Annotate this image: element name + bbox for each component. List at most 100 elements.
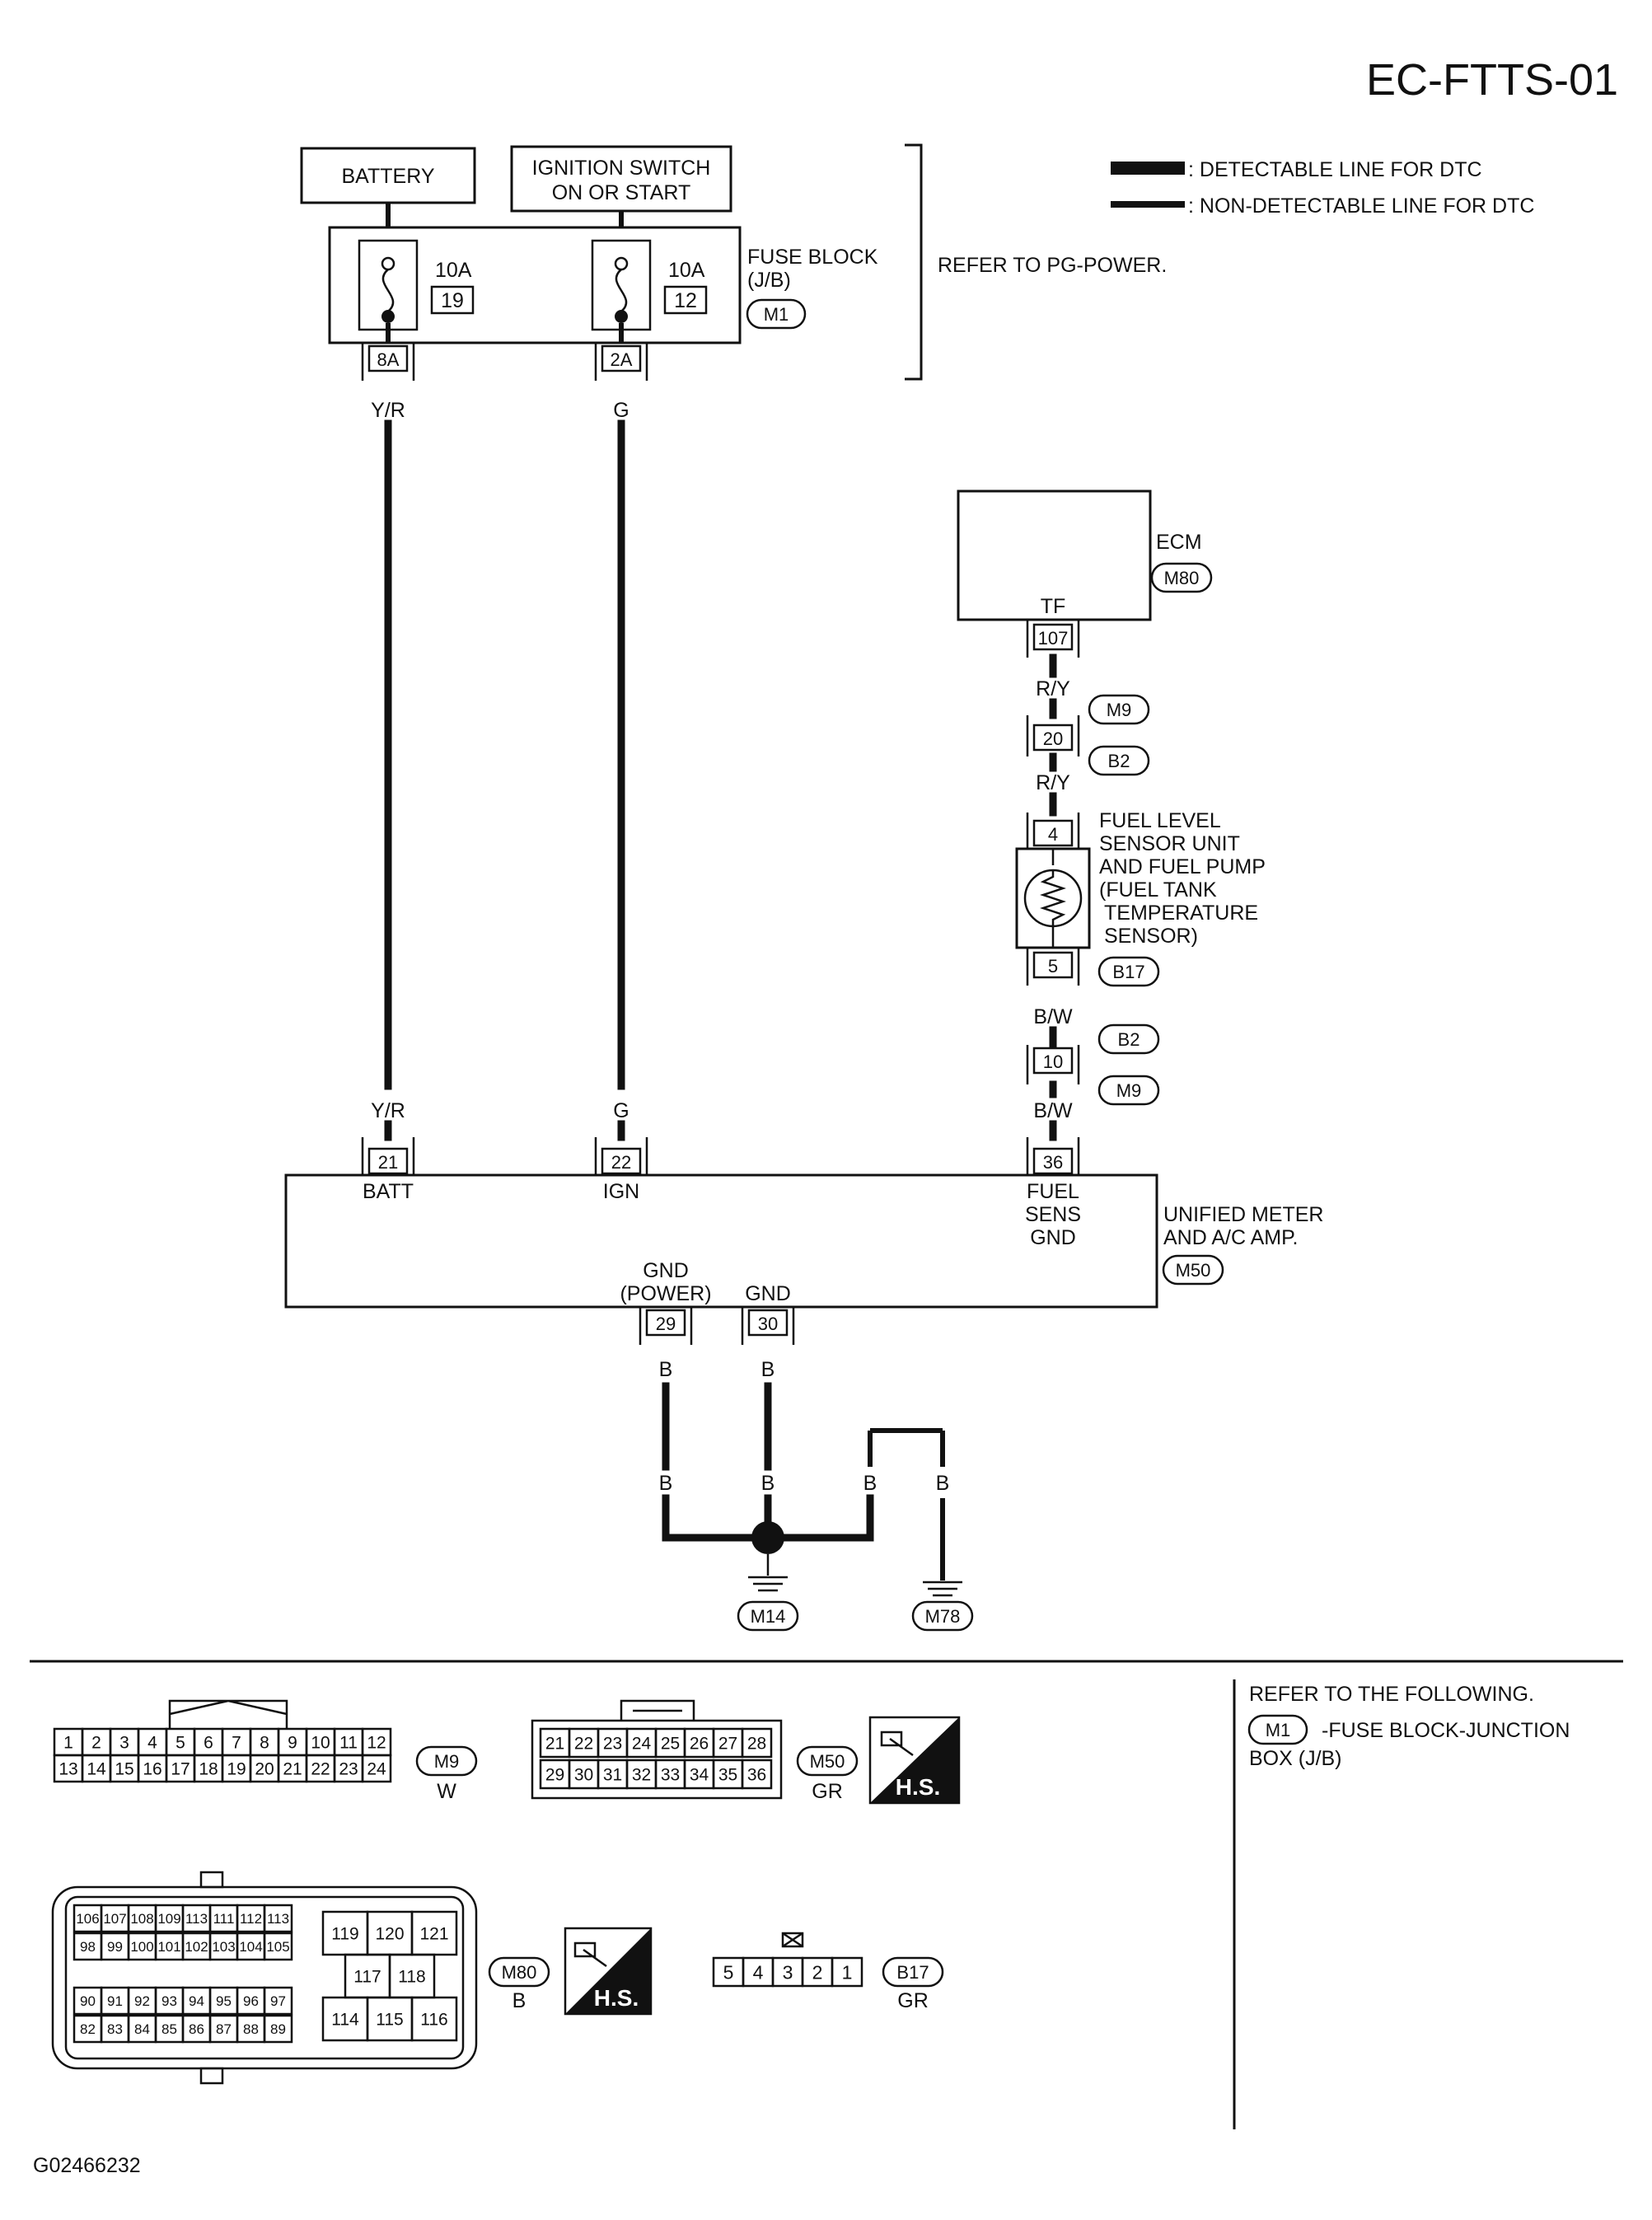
m80-cell: [263, 1932, 293, 1961]
m9-pin: 19: [227, 1760, 246, 1779]
svg-text:20: 20: [1043, 728, 1063, 749]
svg-text:4: 4: [1048, 824, 1058, 845]
wire-color-b-4: B: [936, 1472, 950, 1495]
m80-pin: 113: [267, 1911, 289, 1927]
refer-bracket: [905, 143, 923, 381]
connector-m9-color: W: [437, 1780, 456, 1803]
m80-pin: 108: [130, 1911, 153, 1927]
svg-text:22: 22: [611, 1152, 631, 1173]
m9-pin: 21: [283, 1760, 302, 1779]
connector-m50-latch: [620, 1699, 695, 1721]
m50-pin: 32: [632, 1766, 651, 1785]
m80-pin: 109: [157, 1911, 180, 1927]
sensor-pin-4: 4: [1026, 813, 1080, 849]
m9-pin: 14: [87, 1760, 106, 1779]
m80-pin: 112: [240, 1911, 262, 1927]
meter-pin-gnd: GND: [1030, 1226, 1076, 1249]
m80-pin: 82: [80, 2021, 96, 2037]
svg-text:H.S.: H.S.: [594, 1985, 639, 2011]
m80-pin: 114: [331, 2011, 359, 2030]
m80-cell: [263, 1986, 293, 2016]
m9-cell: [361, 1754, 392, 1783]
gnd-label: GND: [745, 1282, 791, 1305]
b17-pin: 4: [753, 1961, 764, 1983]
reference-heading: REFER TO THE FOLLOWING.: [1249, 1683, 1534, 1706]
harness-side-icon-2: H.S.: [564, 1927, 653, 2016]
m50-pin: 36: [747, 1766, 766, 1785]
m80-pin: 104: [239, 1939, 262, 1955]
svg-text:36: 36: [1043, 1152, 1063, 1173]
m80-pin: 111: [213, 1911, 235, 1927]
m9-pin: 16: [143, 1760, 161, 1779]
fuse-block-label-2: (J/B): [747, 269, 791, 292]
meter-pin-30: 30: [741, 1307, 795, 1345]
meter-pin-fuel: FUEL: [1027, 1180, 1079, 1203]
battery-label: BATTERY: [342, 165, 435, 188]
joint2-connector-bottom: M9: [1116, 1080, 1142, 1101]
m9-pin: 5: [175, 1734, 185, 1753]
svg-text:5: 5: [1048, 956, 1058, 977]
legend-nondetectable-text: : NON-DETECTABLE LINE FOR DTC: [1188, 194, 1534, 218]
gnd-power-label-2: (POWER): [620, 1282, 711, 1305]
legend-detectable-text: : DETECTABLE LINE FOR DTC: [1188, 158, 1482, 181]
m9-pin: 12: [367, 1734, 386, 1753]
b17-pin: 5: [723, 1961, 734, 1983]
m50-pin: 28: [747, 1735, 766, 1754]
meter-pin-sens: SENS: [1025, 1203, 1081, 1226]
m50-cell: [741, 1759, 773, 1790]
m9-pin: 24: [367, 1760, 386, 1779]
wire-color-g-bottom: G: [613, 1099, 629, 1122]
m9-pin: 10: [311, 1734, 330, 1753]
m50-pin: 21: [545, 1735, 564, 1754]
joint-connector-20: 20: [1026, 715, 1080, 756]
connector-m50-id: M50: [810, 1751, 845, 1772]
svg-text:H.S.: H.S.: [896, 1774, 940, 1800]
svg-text:107: 107: [1038, 628, 1069, 649]
m50-pin: 23: [603, 1735, 622, 1754]
wire-color-ry-1: R/Y: [1036, 677, 1070, 700]
meter-pin-22: 22: [594, 1137, 648, 1175]
meter-pin-21: 21: [361, 1137, 415, 1175]
m80-pin: 101: [157, 1939, 180, 1955]
m50-pin: 29: [545, 1766, 564, 1785]
m80-pin: 87: [216, 2021, 232, 2037]
wire-color-yr-top: Y/R: [371, 399, 405, 422]
legend-detectable-swatch: [1111, 162, 1185, 175]
m9-pin: 20: [255, 1760, 274, 1779]
m50-pin: 25: [661, 1735, 680, 1754]
m80-pin: 93: [161, 1993, 177, 2009]
m80-pin: 85: [161, 2021, 177, 2037]
b17-cell: [831, 1956, 863, 1988]
m50-pin: 35: [718, 1766, 737, 1785]
gnd-power-label-1: GND: [643, 1259, 689, 1282]
m80-pin: 89: [270, 2021, 286, 2037]
m50-pin: 22: [574, 1735, 593, 1754]
m50-pin: 34: [690, 1766, 709, 1785]
fuse1-rating: 10A: [435, 259, 472, 282]
m80-pin: 91: [107, 1993, 123, 2009]
m9-pin: 11: [339, 1734, 358, 1753]
svg-text:30: 30: [758, 1314, 778, 1334]
m80-pin: 103: [212, 1939, 235, 1955]
m9-pin: 8: [260, 1734, 269, 1753]
ground-wiring: [662, 1382, 945, 1581]
ground-symbol-m78: [923, 1581, 962, 1597]
meter-pin-36: 36: [1026, 1137, 1080, 1175]
figure-code: G02466232: [33, 2154, 141, 2177]
m80-pin: 99: [107, 1939, 123, 1955]
m9-pin: 7: [232, 1734, 241, 1753]
m80-pin: 97: [270, 1993, 286, 2009]
m80-pin: 105: [266, 1939, 289, 1955]
reference-connector: M1: [1266, 1720, 1291, 1740]
svg-text:10: 10: [1043, 1051, 1063, 1072]
m9-pin: 15: [115, 1760, 133, 1779]
b17-pin: 2: [812, 1961, 823, 1983]
fuse2-rating: 10A: [668, 259, 705, 282]
reference-item-1: -FUSE BLOCK-JUNCTION: [1322, 1719, 1570, 1742]
m80-pin: 119: [331, 1925, 358, 1944]
joint1-connector-top: M9: [1107, 700, 1132, 720]
wire-color-bw-1: B/W: [1033, 1005, 1073, 1028]
